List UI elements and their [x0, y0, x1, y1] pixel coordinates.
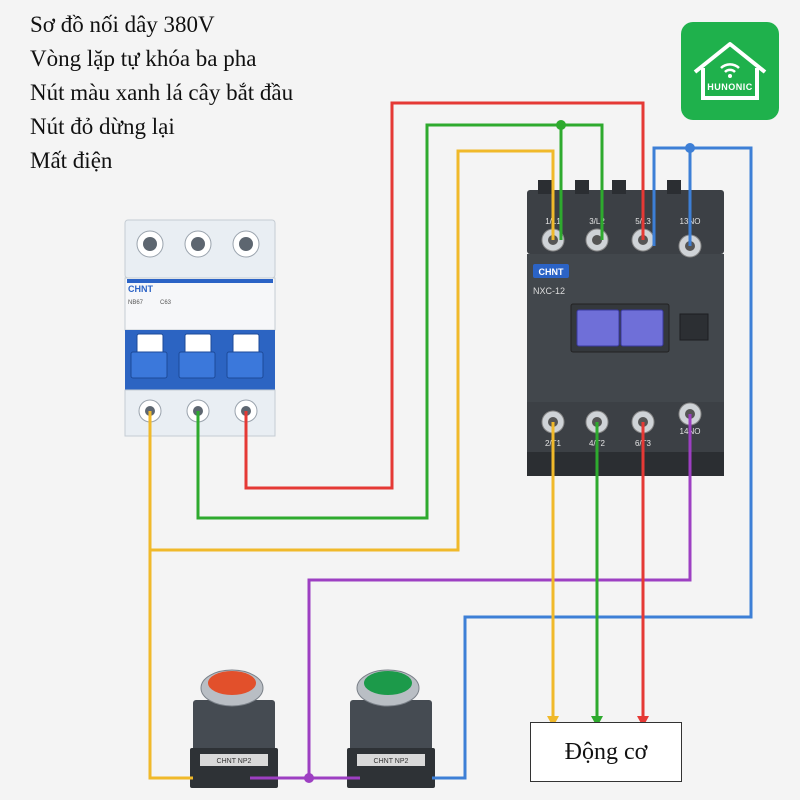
caption-line: Sơ đồ nối dây 380V	[30, 12, 215, 37]
arrow-red	[637, 716, 649, 727]
contactor-model: NXC-12	[533, 286, 565, 296]
wire-green-supply	[196, 123, 561, 520]
circuit-breaker: CHNT NB67 C63	[124, 219, 276, 437]
caption: Sơ đồ nối dây 380V Vòng lặp tự khóa ba p…	[30, 8, 293, 178]
stop-button-body-label: CHNT NP2	[217, 758, 252, 765]
arrow-yellow	[547, 716, 559, 727]
logo-text: HUNONIC	[707, 82, 753, 92]
wires	[148, 101, 753, 780]
wire-yellow-supply	[148, 149, 555, 552]
junction-dot-purple	[304, 773, 314, 783]
wire-yellow-to-stop	[148, 550, 193, 780]
wire-purple-hold	[307, 414, 692, 778]
wire-blue-loop	[432, 146, 753, 780]
junction-dot-blue	[685, 143, 695, 153]
motor-label: Động cơ	[564, 738, 648, 765]
breaker-model: NB67	[128, 300, 144, 306]
hunonic-logo: HUNONIC	[681, 22, 779, 120]
breaker-rating: C63	[160, 300, 172, 306]
house-wifi-icon	[693, 42, 767, 100]
caption-line: Mất điện	[30, 148, 113, 173]
motor-box: Động cơ	[530, 722, 682, 782]
caption-line: Nút đỏ dừng lại	[30, 114, 175, 139]
contactor: 1/L1 3/L2 5/L3 13NO CHNT NXC-12 2/T1 4/T…	[527, 180, 724, 476]
arrow-green	[591, 716, 603, 727]
start-push-button: CHNT NP2	[347, 669, 435, 788]
contactor-brand: CHNT	[539, 267, 564, 277]
contactor-terminal-label-top: 3/L2	[589, 217, 605, 226]
wire-red-supply	[244, 101, 645, 490]
stop-push-button: CHNT NP2	[190, 669, 278, 788]
caption-line: Nút màu xanh lá cây bắt đầu	[30, 80, 294, 105]
start-button-body-label: CHNT NP2	[374, 758, 409, 765]
wire-green-to-l2	[561, 123, 604, 240]
junction-dot-green	[556, 120, 566, 130]
caption-line: Vòng lặp tự khóa ba pha	[30, 46, 257, 71]
breaker-brand: CHNT	[128, 284, 153, 294]
